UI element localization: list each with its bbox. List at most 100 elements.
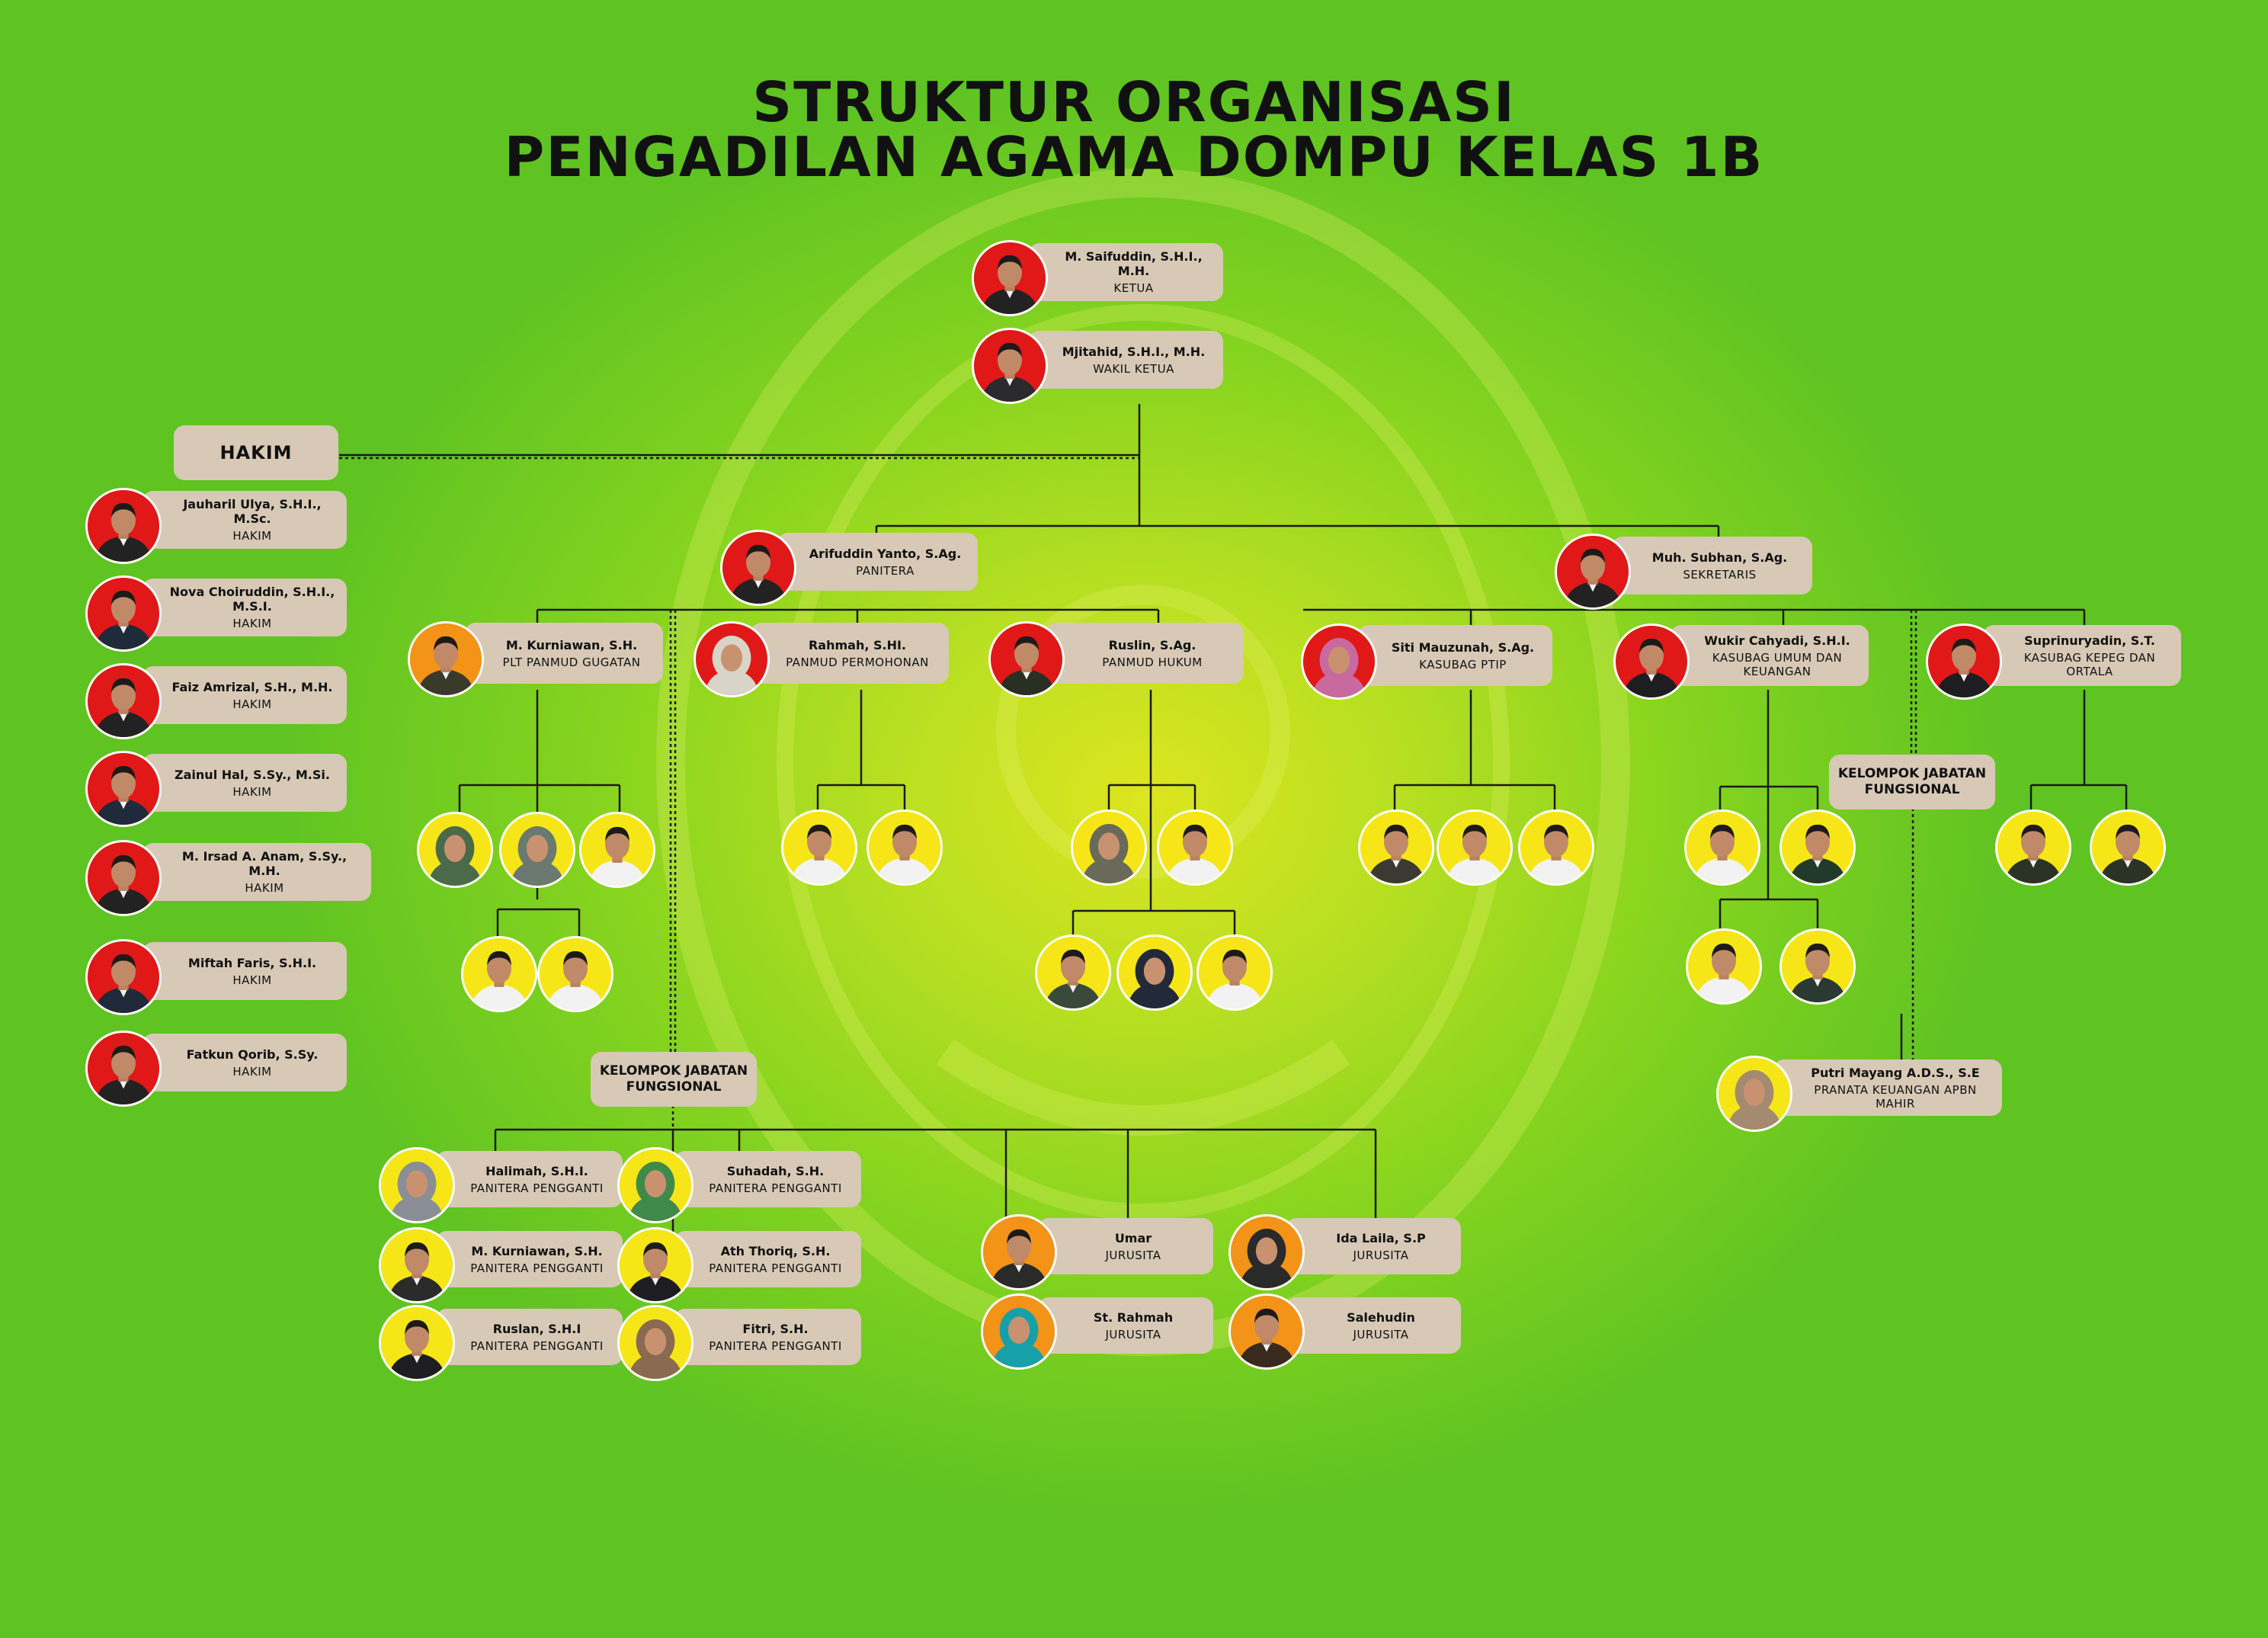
jurusita-4-name: Salehudin (1347, 1309, 1415, 1325)
kasubag-umum-card: Wukir Cahyadi, S.H.I.KASUBAG UMUM DAN KE… (1613, 623, 1869, 700)
panitera-name: Arifuddin Yanto, S.Ag. (809, 546, 962, 561)
panmud-gugatan-label: M. Kurniawan, S.H.PLT PANMUD GUGATAN (465, 623, 663, 684)
hakim-1-photo (85, 488, 162, 564)
kasubag-kepeg-photo (1926, 623, 2002, 700)
functional-group-kesekretariatan: KELOMPOK JABATAN FUNGSIONAL (1829, 755, 1995, 809)
staff-ptip-2 (1437, 809, 1513, 886)
panitera-pengganti-5-name: Ruslan, S.H.I (492, 1321, 581, 1336)
panitera-pengganti-6-photo (617, 1305, 694, 1381)
staff-gugatan-2 (499, 812, 575, 888)
pranata-keuangan-role: PRANATA KEUANGAN APBN MAHIR (1814, 1082, 1977, 1111)
kasubag-umum-label: Wukir Cahyadi, S.H.I.KASUBAG UMUM DAN KE… (1671, 625, 1869, 686)
jurusita-2-role: JURUSITA (1353, 1248, 1409, 1262)
panitera-pengganti-4-name: Ath Thoriq, S.H. (720, 1243, 831, 1258)
panitera-pengganti-2-name: Suhadah, S.H. (726, 1163, 825, 1178)
hakim-2-card: Nova Choiruddin, S.H.I., M.S.I.HAKIM (85, 575, 347, 652)
panmud-permohonan-name: Rahmah, S.HI. (808, 637, 907, 652)
kasubag-kepeg-card: Suprinuryadin, S.T.KASUBAG KEPEG DAN ORT… (1926, 623, 2181, 700)
kasubag-ptip-photo (1301, 623, 1377, 700)
pranata-keuangan-name: Putri Mayang A.D.S., S.E (1811, 1065, 1980, 1080)
panitera-pengganti-1-card: Halimah, S.H.I.PANITERA PENGGANTI (379, 1147, 623, 1223)
hakim-1-role: HAKIM (232, 529, 272, 543)
jurusita-4-photo (1228, 1293, 1305, 1370)
ketua-photo (972, 240, 1048, 316)
hakim-1-label: Jauharil Ulya, S.H.I., M.Sc.HAKIM (143, 491, 347, 549)
staff-hukum-3 (1035, 934, 1111, 1011)
hakim-7-photo (85, 1031, 162, 1107)
sekretaris-role: SEKRETARIS (1683, 567, 1757, 582)
hakim-4-name: Zainul Hal, S.Sy., M.Si. (175, 767, 330, 782)
pranata-keuangan-photo (1716, 1056, 1792, 1132)
panmud-gugatan-name: M. Kurniawan, S.H. (505, 637, 638, 652)
panitera-pengganti-2-role: PANITERA PENGGANTI (709, 1181, 842, 1195)
panmud-gugatan-card: M. Kurniawan, S.H.PLT PANMUD GUGATAN (408, 621, 663, 697)
panitera-pengganti-1-name: Halimah, S.H.I. (485, 1163, 588, 1178)
panmud-hukum-role: PANMUD HUKUM (1102, 655, 1203, 669)
panitera-pengganti-6-card: Fitri, S.H. PANITERA PENGGANTI (617, 1305, 861, 1381)
panmud-permohonan-photo (694, 621, 770, 697)
kasubag-kepeg-name: Suprinuryadin, S.T. (2024, 633, 2155, 648)
panitera-pengganti-3-role: PANITERA PENGGANTI (470, 1261, 604, 1275)
panitera-pengganti-2-label: Suhadah, S.H. PANITERA PENGGANTI (674, 1151, 861, 1207)
hakim-7-name: Fatkun Qorib, S.Sy. (186, 1047, 319, 1062)
panitera-pengganti-3-card: M. Kurniawan, S.H. PANITERA PENGGANTI (379, 1227, 623, 1303)
wakil-ketua-name: Mjitahid, S.H.I., M.H. (1062, 344, 1206, 359)
hakim-4-photo (85, 751, 162, 827)
hakim-6-card: Miftah Faris, S.H.I.HAKIM (85, 939, 347, 1015)
panmud-hukum-name: Ruslin, S.Ag. (1108, 637, 1196, 652)
wakil-ketua-photo (972, 328, 1048, 404)
jurusita-4-role: JURUSITA (1353, 1327, 1409, 1341)
panitera-pengganti-5-card: Ruslan, S.H.I PANITERA PENGGANTI (379, 1305, 623, 1381)
kasubag-kepeg-label: Suprinuryadin, S.T.KASUBAG KEPEG DAN ORT… (1983, 625, 2181, 686)
jurusita-3-role: JURUSITA (1105, 1327, 1161, 1341)
panitera-pengganti-5-role: PANITERA PENGGANTI (470, 1338, 604, 1353)
staff-kepeg-1 (1995, 809, 2071, 886)
pranata-keuangan-card: Putri Mayang A.D.S., S.E PRANATA KEUANGAN… (1716, 1056, 2002, 1132)
panitera-role: PANITERA (856, 563, 915, 578)
sekretaris-photo (1555, 534, 1631, 610)
panitera-pengganti-1-label: Halimah, S.H.I.PANITERA PENGGANTI (436, 1151, 623, 1207)
staff-hukum-1 (1071, 809, 1147, 886)
hakim-2-label: Nova Choiruddin, S.H.I., M.S.I.HAKIM (143, 579, 347, 636)
hakim-5-photo (85, 840, 162, 916)
staff-hukum-5 (1196, 934, 1273, 1011)
panmud-hukum-label: Ruslin, S.Ag. PANMUD HUKUM (1046, 623, 1244, 684)
hakim-3-name: Faiz Amrizal, S.H., M.H. (171, 679, 333, 694)
kasubag-umum-name: Wukir Cahyadi, S.H.I. (1704, 633, 1850, 648)
panitera-pengganti-1-photo (379, 1147, 455, 1223)
jurusita-1-role: JURUSITA (1105, 1248, 1161, 1262)
staff-ptip-3 (1518, 809, 1594, 886)
wakil-ketua-card: Mjitahid, S.H.I., M.H.WAKIL KETUA (972, 328, 1223, 404)
sekretaris-card: Muh. Subhan, S.Ag.SEKRETARIS (1555, 534, 1812, 610)
panitera-pengganti-3-name: M. Kurniawan, S.H. (471, 1243, 603, 1258)
title-line-1: STRUKTUR ORGANISASI (752, 70, 1516, 134)
hakim-5-label: M. Irsad A. Anam, S.Sy., M.H.HAKIM (143, 843, 371, 901)
staff-umum-3 (1686, 928, 1762, 1005)
panitera-pengganti-6-role: PANITERA PENGGANTI (709, 1338, 842, 1353)
kasubag-ptip-name: Siti Mauzunah, S.Ag. (1391, 639, 1535, 655)
panitera-card: Arifuddin Yanto, S.Ag. PANITERA (720, 530, 978, 606)
panitera-pengganti-5-photo (379, 1305, 455, 1381)
panitera-pengganti-4-label: Ath Thoriq, S.H.PANITERA PENGGANTI (674, 1231, 861, 1287)
panitera-pengganti-6-name: Fitri, S.H. (742, 1321, 809, 1336)
ketua-name: M. Saifuddin, S.H.I., M.H. (1065, 249, 1203, 278)
ketua-card: M. Saifuddin, S.H.I., M.H.KETUA (972, 240, 1223, 316)
panmud-permohonan-card: Rahmah, S.HI.PANMUD PERMOHONAN (694, 621, 949, 697)
pranata-keuangan-label: Putri Mayang A.D.S., S.E PRANATA KEUANGAN… (1773, 1059, 2002, 1116)
panmud-gugatan-photo (408, 621, 484, 697)
hakim-4-role: HAKIM (232, 784, 272, 799)
staff-hukum-4 (1116, 934, 1193, 1011)
kasubag-ptip-label: Siti Mauzunah, S.Ag.KASUBAG PTIP (1358, 625, 1552, 686)
hakim-2-name: Nova Choiruddin, S.H.I., M.S.I. (169, 585, 335, 614)
kasubag-ptip-card: Siti Mauzunah, S.Ag.KASUBAG PTIP (1301, 623, 1552, 700)
staff-gugatan-5 (537, 936, 613, 1012)
panitera-pengganti-5-label: Ruslan, S.H.I PANITERA PENGGANTI (436, 1309, 623, 1365)
hakim-7-card: Fatkun Qorib, S.Sy.HAKIM (85, 1031, 347, 1107)
panitera-pengganti-2-photo (617, 1147, 694, 1223)
